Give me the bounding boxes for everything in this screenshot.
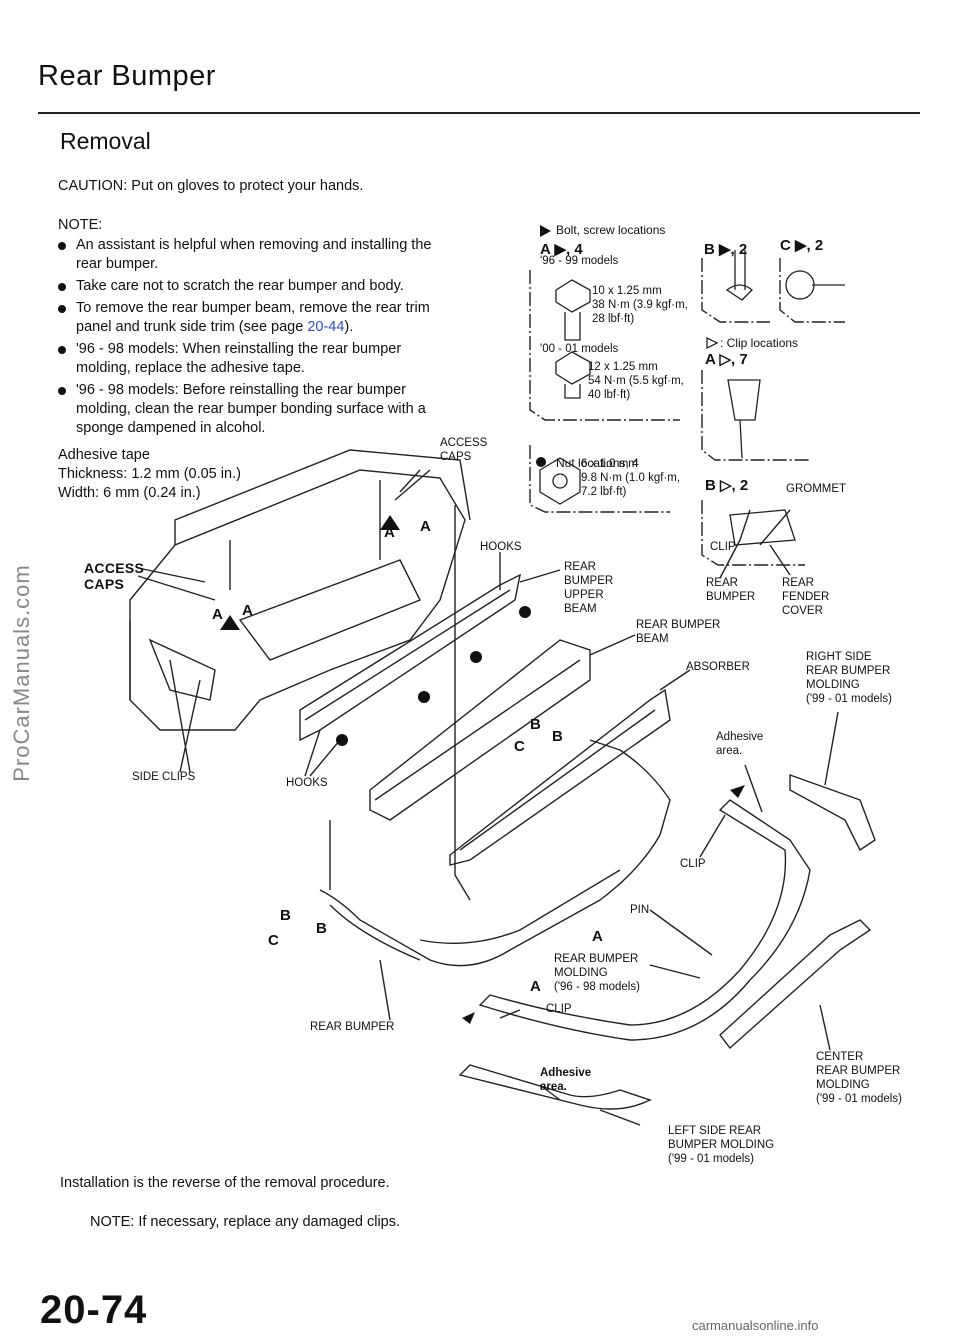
letter-a: A: [242, 602, 253, 619]
adhesive-area-label: Adhesive area.: [716, 731, 764, 757]
letter-c: C: [514, 738, 525, 755]
bolt-spec-10mm: 10 x 1.25 mm 38 N·m (3.9 kgf·m, 28 lbf·f…: [592, 285, 688, 325]
letter-a: A: [212, 606, 223, 623]
letter-c: C: [268, 932, 279, 949]
hooks-label-top: HOOKS: [480, 541, 522, 553]
side-clips-label: SIDE CLIPS: [132, 771, 196, 783]
upper-beam-label: REAR BUMPER UPPER BEAM: [564, 561, 614, 615]
models-label-00-01: '00 - 01 models: [540, 343, 619, 355]
letter-a: A: [592, 928, 603, 945]
watermark-left: ProCarManuals.com: [9, 564, 34, 782]
clip-label-2: CLIP: [546, 1003, 572, 1015]
note-item: To remove the rear bumper beam, remove t…: [58, 299, 453, 337]
section-title: Removal: [60, 128, 151, 154]
letter-b: B: [280, 907, 291, 924]
letter-a: A: [384, 524, 395, 541]
center-molding-label: CENTER REAR BUMPER MOLDING ('99 - 01 mod…: [816, 1051, 902, 1105]
note-item: '96 - 98 models: When reinstalling the r…: [58, 340, 453, 378]
bolt-spec-12mm: 12 x 1.25 mm 54 N·m (5.5 kgf·m, 40 lbf·f…: [588, 361, 684, 401]
grommet-label: GROMMET: [786, 483, 847, 495]
models-label-96-99: '96 - 99 models: [540, 255, 619, 267]
access-caps-label-left: ACCESS CAPS: [84, 560, 145, 592]
c-bolt-count: C ▶, 2: [780, 237, 824, 254]
molding-96-98-label: REAR BUMPER MOLDING ('96 - 98 models): [554, 953, 640, 993]
absorber-label: ABSORBER: [686, 661, 750, 673]
adhesive-tape-spec: Adhesive tape Thickness: 1.2 mm (0.05 in…: [58, 447, 241, 501]
letter-a: A: [530, 978, 541, 995]
note-list: An assistant is helpful when removing an…: [58, 236, 453, 441]
clip-note: NOTE: If necessary, replace any damaged …: [90, 1214, 401, 1230]
clip-label: CLIP: [680, 858, 706, 870]
b-clip-count: B ▷, 2: [705, 477, 749, 494]
install-note: Installation is the reverse of the remov…: [60, 1175, 390, 1191]
right-molding-label: RIGHT SIDE REAR BUMPER MOLDING ('99 - 01…: [806, 651, 892, 705]
rear-fender-cover-label: REAR FENDER COVER: [782, 577, 830, 617]
a-clip-count: A ▷, 7: [705, 351, 748, 368]
bullet-icon: [58, 387, 66, 395]
watermark-bottom: carmanualsonline.info: [692, 1318, 819, 1333]
bullet-icon: [58, 283, 66, 291]
letter-b: B: [552, 728, 563, 745]
note-item: '96 - 98 models: Before reinstalling the…: [58, 381, 453, 438]
b-bolt-count: B ▶, 2: [704, 241, 748, 258]
left-molding-label: LEFT SIDE REAR BUMPER MOLDING ('99 - 01 …: [668, 1125, 775, 1165]
rear-bumper-label: REAR BUMPER: [310, 1021, 395, 1033]
note-item: Take care not to scratch the rear bumper…: [58, 277, 453, 296]
caution-text: CAUTION: Put on gloves to protect your h…: [58, 178, 364, 194]
bullet-icon: [58, 242, 66, 250]
bullet-icon: [58, 305, 66, 313]
note-heading: NOTE:: [58, 217, 103, 233]
bolt-legend: Bolt, screw locations: [556, 223, 666, 237]
nut-legend: Nut locations, 4: [556, 456, 639, 470]
page-title: Rear Bumper: [38, 60, 216, 92]
pin-label: PIN: [630, 904, 650, 916]
letter-a: A: [420, 518, 431, 535]
page-link[interactable]: 20-44: [307, 319, 345, 335]
title-rule: [38, 112, 920, 114]
nut-spec: 6 x 1.0 mm 9.8 N·m (1.0 kgf·m, 7.2 lbf·f…: [581, 458, 681, 498]
beam-label: REAR BUMPER BEAM: [636, 619, 721, 645]
adhesive-area-label-2: Adhesive area.: [540, 1067, 592, 1093]
letter-b: B: [530, 716, 541, 733]
legend-rear-bumper-label: REAR BUMPER: [706, 577, 756, 603]
access-caps-label-top: ACCESS CAPS: [440, 437, 488, 463]
letter-b: B: [316, 920, 327, 937]
a-bolt-count: A ▶, 4: [540, 241, 583, 258]
hooks-label-bottom: HOOKS: [286, 777, 328, 789]
page-number: 20-74: [40, 1288, 148, 1332]
clip-legend: : Clip locations: [720, 336, 799, 350]
bullet-icon: [58, 346, 66, 354]
note-item: An assistant is helpful when removing an…: [58, 236, 453, 274]
legend-clip-label: CLIP: [710, 541, 736, 553]
